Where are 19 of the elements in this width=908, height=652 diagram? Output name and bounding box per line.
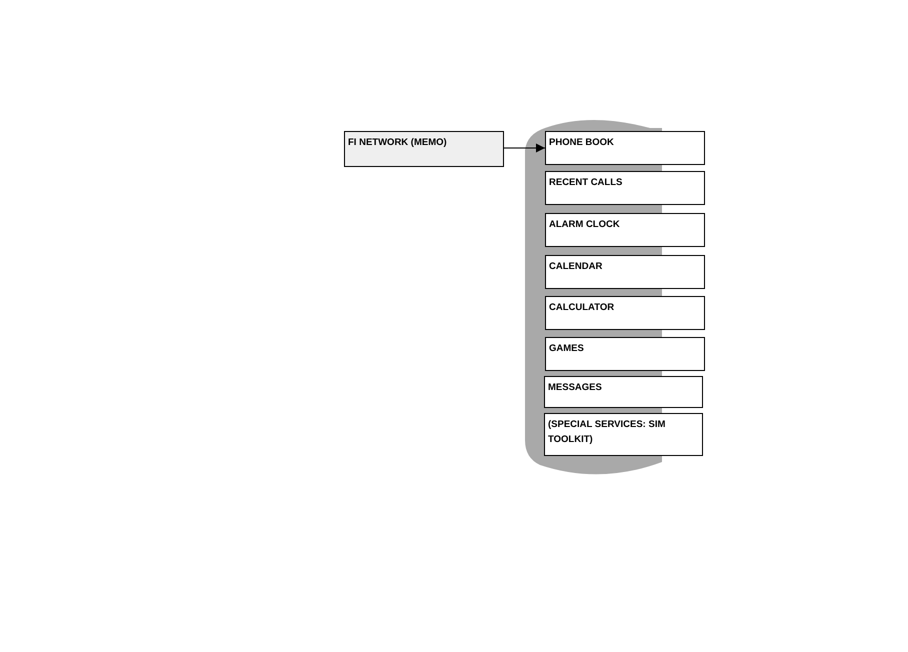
menu-item-box — [545, 337, 705, 371]
arrow — [504, 144, 546, 152]
box-label: CALCULATOR — [548, 301, 616, 315]
menu-item-box — [544, 376, 703, 408]
box-label: RECENT CALLS — [548, 176, 624, 190]
source-box — [344, 131, 504, 167]
menu-item-box — [545, 296, 705, 330]
menu-item-box — [545, 213, 705, 247]
box-label: CALENDAR — [548, 260, 604, 274]
menu-item-box — [545, 171, 705, 205]
menu-item-box — [545, 255, 705, 289]
box-label: ALARM CLOCK — [548, 218, 621, 232]
box-label: GAMES — [548, 342, 585, 356]
box-label: (SPECIAL SERVICES: SIM TOOLKIT) — [547, 418, 666, 447]
box-label: FI NETWORK (MEMO) — [347, 136, 448, 150]
box-label: PHONE BOOK — [548, 136, 615, 150]
box-label: MESSAGES — [547, 381, 603, 395]
menu-item-box — [544, 413, 703, 456]
menu-item-box — [545, 131, 705, 165]
